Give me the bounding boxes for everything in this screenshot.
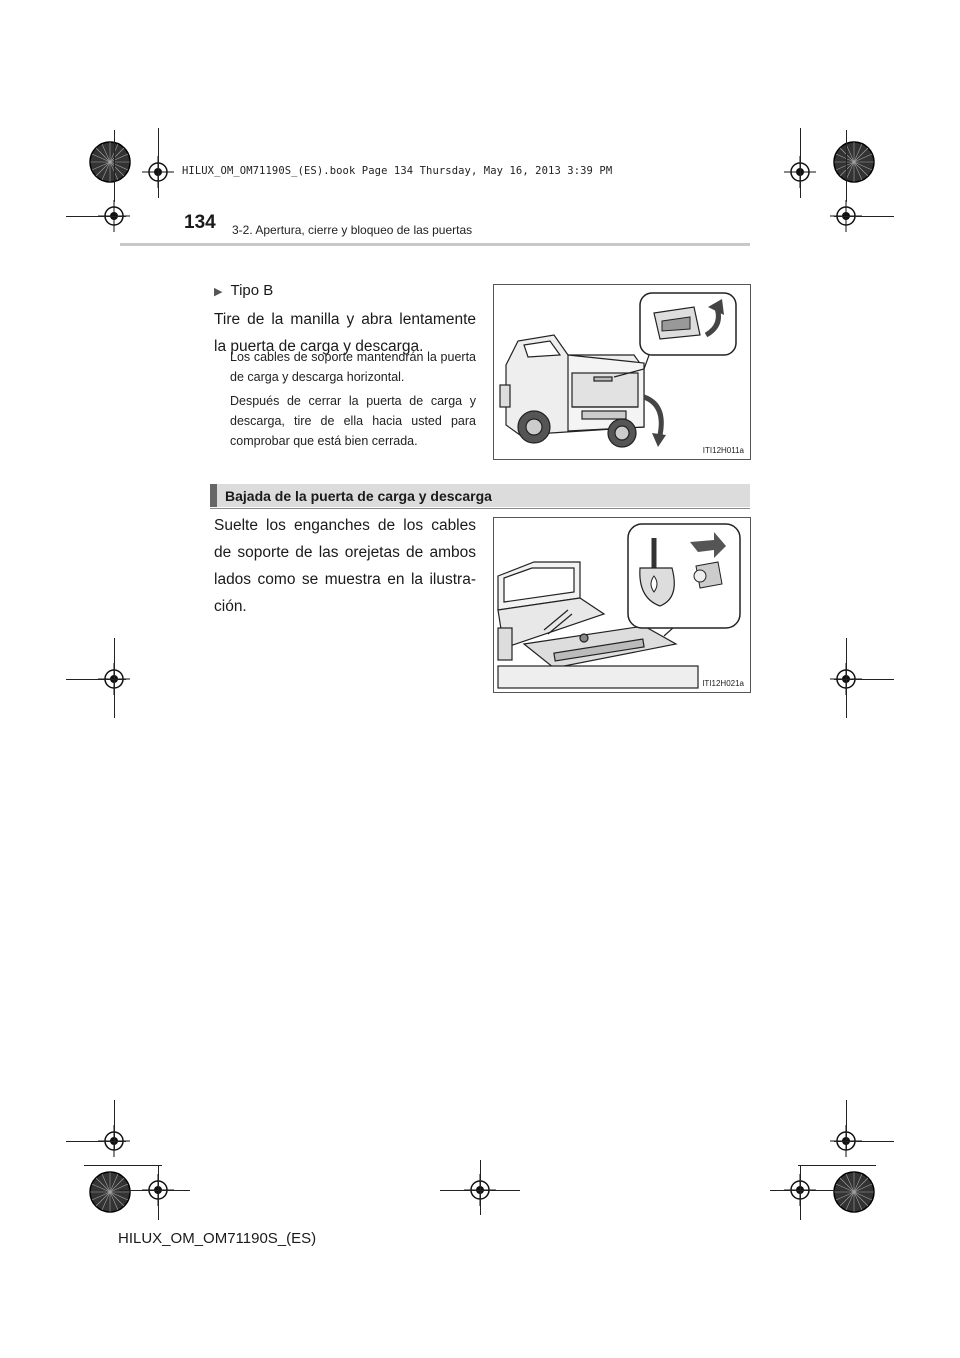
header-rule [120,243,750,246]
section-heading-bar: Bajada de la puerta de carga y descarga [210,484,750,507]
instruction-text: Tire de la manilla y abra lentamente la … [214,311,476,355]
crop-line [114,638,115,718]
crop-line [120,1190,190,1191]
crop-line [66,216,126,217]
crop-line [480,1160,481,1215]
section-heading: Bajada de la puerta de carga y descarga [225,488,492,504]
tailgate-opening-illustration: ITI12H011a [493,284,751,460]
crop-line [66,679,126,680]
figure-code: ITI12H011a [702,446,744,455]
crop-line [114,130,115,202]
pickup-tailgate-drawing [499,292,737,448]
note-text: Los cables de soporte mantendrán la puer… [230,350,476,384]
footer-doc-code: HILUX_OM_OM71190S_(ES) [118,1230,317,1247]
triangle-bullet-icon: ▶ [214,286,223,298]
registration-wheel-icon [89,1171,131,1213]
registration-wheel-icon [833,1171,875,1213]
registration-wheel-icon [89,141,131,183]
subsection-label-text: Tipo B [230,282,274,299]
crop-line [158,1165,159,1220]
page-number: 134 [184,212,216,233]
note-text: Después de cerrar la puerta de carga y d… [230,394,476,448]
crop-line [770,1190,840,1191]
section-title: 3-2. Apertura, cierre y bloqueo de las p… [232,223,473,237]
section-heading-rule [210,508,750,509]
crop-line [800,1165,801,1220]
crop-line [158,128,159,198]
tailgate-cable-illustration: ITI12H021a [493,517,751,693]
crop-line [114,1100,115,1150]
crop-line [846,1100,847,1150]
print-stamp: HILUX_OM_OM71190S_(ES).book Page 134 Thu… [182,165,613,177]
registration-wheel-icon [833,141,875,183]
crop-line [66,1141,126,1142]
subsection-label: ▶ Tipo B [214,282,273,299]
crop-line [800,128,801,198]
crop-line [834,679,894,680]
support-cable-drawing [497,523,741,689]
crop-line [846,638,847,718]
crop-line [798,1165,876,1166]
instruction-text: Suelte los enganches de los cables de so… [214,517,476,615]
crop-line [846,130,847,202]
crop-line [84,1165,162,1166]
crop-line [834,1141,894,1142]
crop-line [834,216,894,217]
figure-code: ITI12H021a [702,679,744,688]
